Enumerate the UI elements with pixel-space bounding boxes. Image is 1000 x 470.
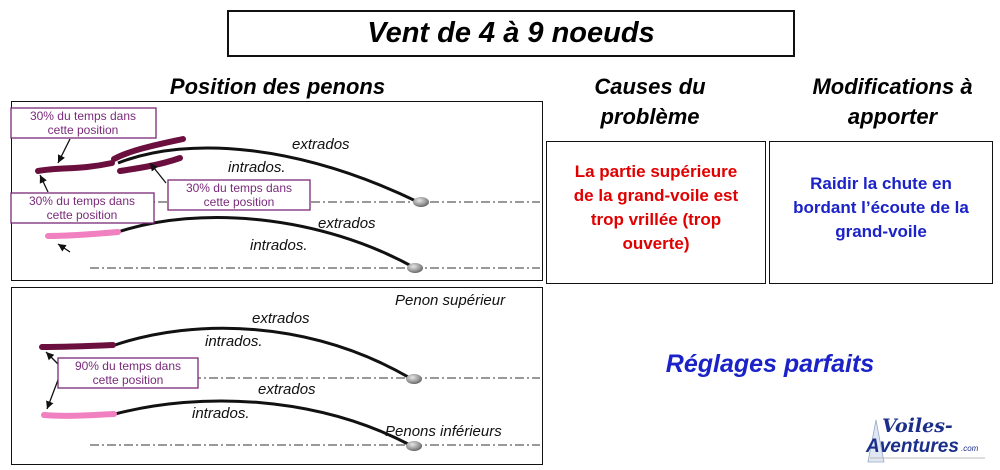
bottom-upper-intrados-label: intrados. <box>205 333 263 350</box>
bottom-callout-line1: 90% du temps dans <box>75 359 181 373</box>
heading-modifications: Modifications à apporter <box>790 72 995 132</box>
bottom-arrow-lower <box>46 379 59 410</box>
callout-upper-right-line2: cette position <box>204 195 275 209</box>
modifications-line: grand-voile <box>835 222 927 241</box>
causes-line: ouverte) <box>622 234 690 253</box>
penon-lower <box>45 229 121 239</box>
arrow-callout-upper-left <box>57 138 71 164</box>
perfect-settings-text: Réglages parfaits <box>665 350 875 378</box>
arrow-callout-lower-left-a <box>39 174 49 193</box>
penon-upper-raised <box>111 136 186 162</box>
modifications-line: Raidir la chute en <box>810 174 952 193</box>
bottom-upper-extrados-label: extrados <box>252 310 310 327</box>
bottom-mast-upper <box>406 374 422 384</box>
penon-superieur-label: Penon supérieur <box>395 292 506 309</box>
top-diagram-panel <box>11 101 543 281</box>
page-title: Vent de 4 à 9 noeuds <box>367 17 655 49</box>
causes-panel <box>546 141 766 284</box>
mast-lower <box>407 263 423 273</box>
causes-line: La partie supérieure <box>574 162 738 181</box>
callout-upper-left-line2: cette position <box>48 123 119 137</box>
bottom-mast-lower <box>406 441 422 451</box>
bottom-lower-extrados-label: extrados <box>258 381 316 398</box>
bottom-penon-upper <box>39 342 116 350</box>
modifications-panel <box>769 141 993 284</box>
callout-box-upper-right <box>167 179 311 211</box>
heading-causes: Causes du problème <box>560 72 740 132</box>
modifications-text: Raidir la chute en bordant l’écoute de l… <box>769 172 993 244</box>
bottom-lower-intrados-label: intrados. <box>192 405 250 422</box>
callout-lower-left-line2: cette position <box>47 208 118 222</box>
callout-lower-left-line1: 30% du temps dans <box>29 194 135 208</box>
arrow-callout-upper-right <box>149 162 167 184</box>
heading-modifications-line2: apporter <box>847 104 938 129</box>
title-box: Vent de 4 à 9 noeuds <box>227 10 795 57</box>
bottom-arrow-upper <box>45 351 59 365</box>
top-upper-extrados-label: extrados <box>292 136 350 153</box>
bottom-penon-lower <box>41 411 117 419</box>
bottom-callout-line2: cette position <box>93 373 164 387</box>
callout-upper-left-line1: 30% du temps dans <box>30 109 136 123</box>
bottom-callout-box <box>57 357 199 389</box>
penons-inferieurs-label: Penons inférieurs <box>385 423 502 440</box>
bottom-diagram-panel <box>11 287 543 465</box>
causes-line: trop vrillée (trop <box>590 210 722 229</box>
sail-curve-upper <box>117 146 419 204</box>
top-lower-extrados-label: extrados <box>318 215 376 232</box>
causes-text: La partie supérieure de la grand-voile e… <box>546 160 766 256</box>
bottom-sail-curve-lower <box>114 399 411 447</box>
bottom-sail-curve-upper <box>114 326 411 380</box>
logo-line1: Voiles- <box>882 415 953 437</box>
heading-causes-line2: problème <box>600 104 700 129</box>
modifications-line: bordant l’écoute de la <box>793 198 969 217</box>
heading-position: Position des penons <box>169 74 386 99</box>
logo-line2: Aventures <box>865 436 959 457</box>
heading-modifications-line1: Modifications à <box>812 74 973 99</box>
causes-line: de la grand-voile est <box>573 186 739 205</box>
arrow-callout-lower-left-b <box>57 243 71 253</box>
callout-box-upper-left <box>10 107 157 139</box>
logo-suffix: .com <box>961 444 979 453</box>
top-lower-intrados-label: intrados. <box>250 237 308 254</box>
callout-box-lower-left <box>10 192 155 224</box>
heading-causes-line1: Causes du <box>594 74 706 99</box>
callout-upper-right-line1: 30% du temps dans <box>186 181 292 195</box>
mast-upper <box>413 197 429 207</box>
top-upper-intrados-label: intrados. <box>228 159 286 176</box>
penon-upper-straight <box>35 160 115 174</box>
logo-sail-icon <box>867 419 885 463</box>
logo: Voiles- Aventures .com <box>865 415 985 463</box>
